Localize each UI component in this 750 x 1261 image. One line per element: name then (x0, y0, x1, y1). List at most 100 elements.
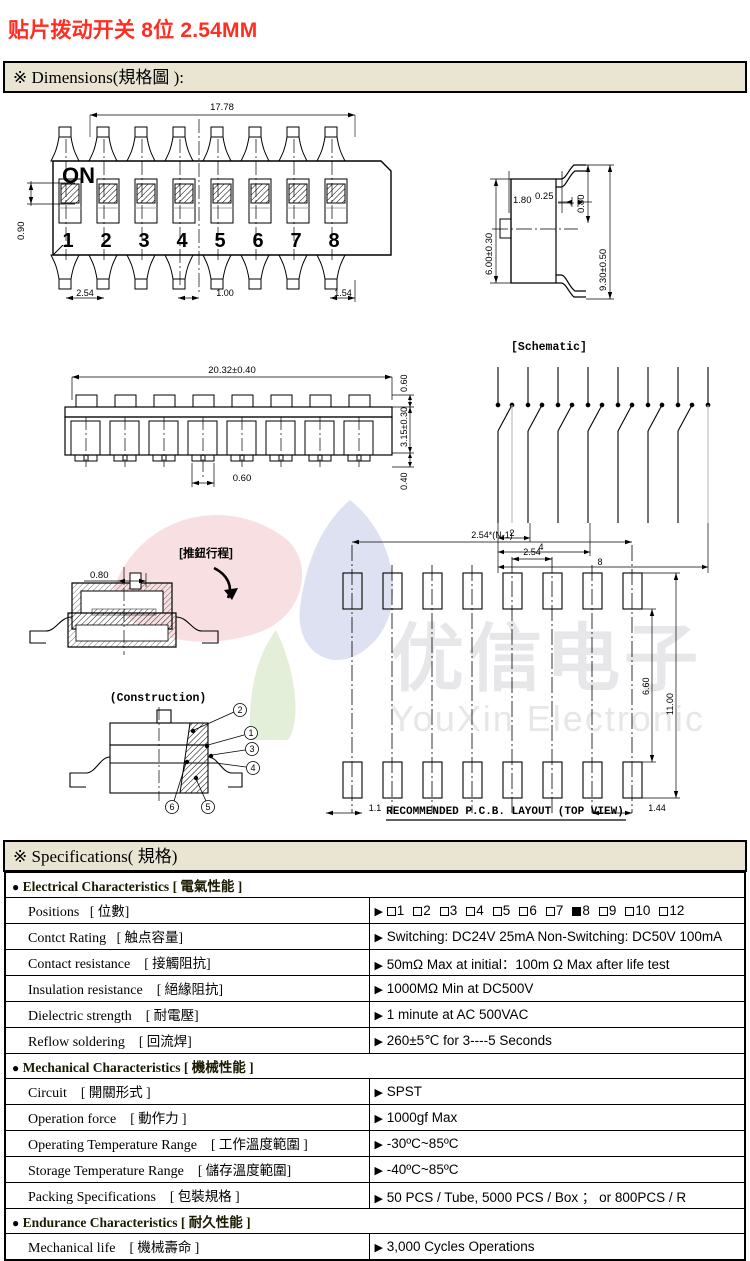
bullet-icon: ● (12, 1216, 20, 1230)
position-option-9[interactable]: 9 (598, 903, 616, 918)
position-option-10[interactable]: 10 (625, 903, 650, 918)
switch-number-labels: 1 2 3 4 5 6 7 8 (62, 230, 339, 252)
dim-edge-offset: 1.54 (334, 288, 352, 298)
label-cn: [ 耐電壓] (145, 1008, 199, 1023)
checkbox-icon[interactable] (466, 907, 476, 916)
position-option-label: 2 (423, 903, 431, 918)
checkbox-icon[interactable] (519, 907, 529, 916)
label-cn: [ 回流焊] (138, 1034, 192, 1049)
group-header-endurance: ● Endurance Characteristics [ 耐久性能 ] (4, 1208, 746, 1234)
dim-overall-height: 9.30±0.50 (598, 249, 609, 291)
position-option-label: 3 (449, 903, 458, 918)
position-option-7[interactable]: 7 (545, 903, 563, 918)
svg-text:4: 4 (176, 230, 188, 252)
position-option-3[interactable]: 3 (439, 903, 458, 918)
checkbox-icon[interactable] (492, 907, 502, 916)
row-value-contact-rating: ▶ Switching: DC24V 25mA Non-Switching: D… (368, 923, 746, 950)
checkbox-checked-icon[interactable] (572, 907, 582, 916)
triangle-marker-icon: ▶ (374, 1087, 383, 1099)
svg-text:6: 6 (169, 802, 174, 812)
triangle-marker-icon: ▶ (374, 959, 383, 972)
row-label-reflow-soldering: Reflow soldering [ 回流焊] (4, 1027, 370, 1054)
dim-travel: 0.80 (90, 570, 109, 581)
group-title-cn: [ 電氣性能 ] (172, 879, 243, 894)
row-value-mechanical-life: ▶ 3,000 Cycles Operations (368, 1233, 746, 1261)
checkbox-icon[interactable] (439, 907, 449, 916)
checkbox-icon[interactable] (598, 907, 608, 916)
row-value-operation-force: ▶ 1000gf Max (368, 1104, 746, 1131)
value-text: 50 PCS / Tube, 5000 PCS / Box ； or 800PC… (386, 1189, 687, 1205)
svg-text:6: 6 (252, 230, 263, 252)
bullet-icon: ● (12, 880, 20, 894)
pcb-dim-overall-height: 11.00 (665, 693, 675, 715)
construction-callout-numbers: 2 1 3 4 5 6 (169, 705, 255, 812)
table-row: Insulation resistance [ 絕緣阻抗] ▶ 1000MΩ M… (4, 975, 746, 1002)
row-label-operating-temp: Operating Temperature Range [ 工作溫度範圍 ] (4, 1130, 370, 1157)
dim-front-lead-height: 0.40 (399, 472, 409, 490)
schematic-dim-2: 2 (509, 528, 514, 538)
checkbox-icon[interactable] (659, 907, 669, 916)
row-label-contact-rating: Contct Rating [ 触点容量] (4, 923, 370, 950)
specifications-section-header: ※ Specifications( 規格) (4, 841, 746, 871)
pcb-dim-pad-edge: 1.44 (648, 803, 666, 813)
label-en: Operation force (28, 1112, 117, 1127)
position-option-8[interactable]: 8 (572, 903, 590, 918)
specifications-table: ● Electrical Characteristics [ 電氣性能 ] Po… (4, 871, 746, 1261)
table-row: Mechanical life [ 機械壽命 ] ▶ 3,000 Cycles … (4, 1233, 746, 1261)
triangle-marker-icon: ▶ (374, 1139, 383, 1151)
dim-body-step: 1.80 (513, 195, 532, 206)
row-label-mechanical-life: Mechanical life [ 機械壽命 ] (4, 1233, 370, 1261)
svg-text:2: 2 (237, 705, 242, 715)
group-title-en: Electrical Characteristics (22, 879, 170, 894)
position-option-6[interactable]: 6 (519, 903, 537, 918)
table-row: Packing Specifications [ 包裝規格 ] ▶ 50 PCS… (4, 1182, 746, 1209)
label-cn: [ 接觸阻抗] (144, 956, 211, 971)
group-header-electrical: ● Electrical Characteristics [ 電氣性能 ] (4, 871, 746, 898)
checkbox-icon[interactable] (625, 907, 635, 916)
position-option-1[interactable]: 1 (386, 903, 405, 918)
triangle-marker-icon: ▶ (374, 906, 383, 918)
label-en: Operating Temperature Range (28, 1138, 198, 1153)
value-text: 3,000 Cycles Operations (386, 1239, 535, 1254)
row-value-packing: ▶ 50 PCS / Tube, 5000 PCS / Box ； or 800… (368, 1182, 746, 1209)
position-option-2[interactable]: 2 (413, 903, 431, 918)
value-text: 1 minute at AC 500VAC (386, 1007, 529, 1022)
checkbox-icon[interactable] (545, 907, 555, 916)
dim-front-body-height: 3.15±0.30 (399, 407, 409, 447)
row-label-packing: Packing Specifications [ 包裝規格 ] (4, 1182, 370, 1209)
position-option-4[interactable]: 4 (466, 903, 484, 918)
value-text: 1000MΩ Min at DC500V (386, 981, 534, 996)
checkbox-icon[interactable] (413, 907, 423, 916)
value-text: -40ºC~85ºC (386, 1162, 459, 1177)
label-en: Circuit (28, 1086, 67, 1101)
svg-text:8: 8 (328, 230, 339, 252)
dim-actuator-top: 0.60 (399, 374, 409, 392)
position-option-12[interactable]: 12 (659, 903, 684, 918)
dim-pin-width: 0.60 (233, 473, 252, 484)
position-option-5[interactable]: 5 (492, 903, 510, 918)
row-value-insulation-resistance: ▶ 1000MΩ Min at DC500V (368, 975, 746, 1002)
position-option-label: 8 (582, 903, 590, 918)
label-en: Insulation resistance (28, 983, 143, 998)
triangle-marker-icon: ▶ (374, 1242, 383, 1254)
pcb-dim-pad-span: 6.60 (641, 677, 651, 695)
table-row: Operation force [ 動作力 ] ▶ 1000gf Max (4, 1104, 746, 1131)
dimensions-section-header: ※ Dimensions(規格圖 ): (4, 62, 746, 92)
svg-text:4: 4 (250, 763, 255, 773)
row-value-contact-resistance: ▶ 50mΩ Max at initial：100m Ω Max after l… (368, 949, 746, 976)
row-value-reflow-soldering: ▶ 260±5℃ for 3----5 Seconds (368, 1027, 746, 1054)
label-en: Contact resistance (28, 957, 131, 972)
dim-lead-thickness: 0.25 (535, 191, 554, 202)
position-option-label: 4 (476, 903, 484, 918)
row-value-circuit: ▶ SPST (368, 1078, 746, 1105)
position-option-label: 12 (669, 903, 685, 918)
dim-overall-length: 20.32±0.40 (208, 365, 255, 376)
triangle-marker-icon: ▶ (374, 1192, 383, 1205)
checkbox-icon[interactable] (386, 907, 396, 916)
position-option-label: 1 (396, 903, 405, 918)
row-label-storage-temp: Storage Temperature Range [ 儲存溫度範圍] (4, 1156, 370, 1183)
table-row: Contct Rating [ 触点容量] ▶ Switching: DC24V… (4, 923, 746, 950)
bullet-icon: ● (12, 1061, 20, 1075)
svg-text:3: 3 (138, 230, 149, 252)
